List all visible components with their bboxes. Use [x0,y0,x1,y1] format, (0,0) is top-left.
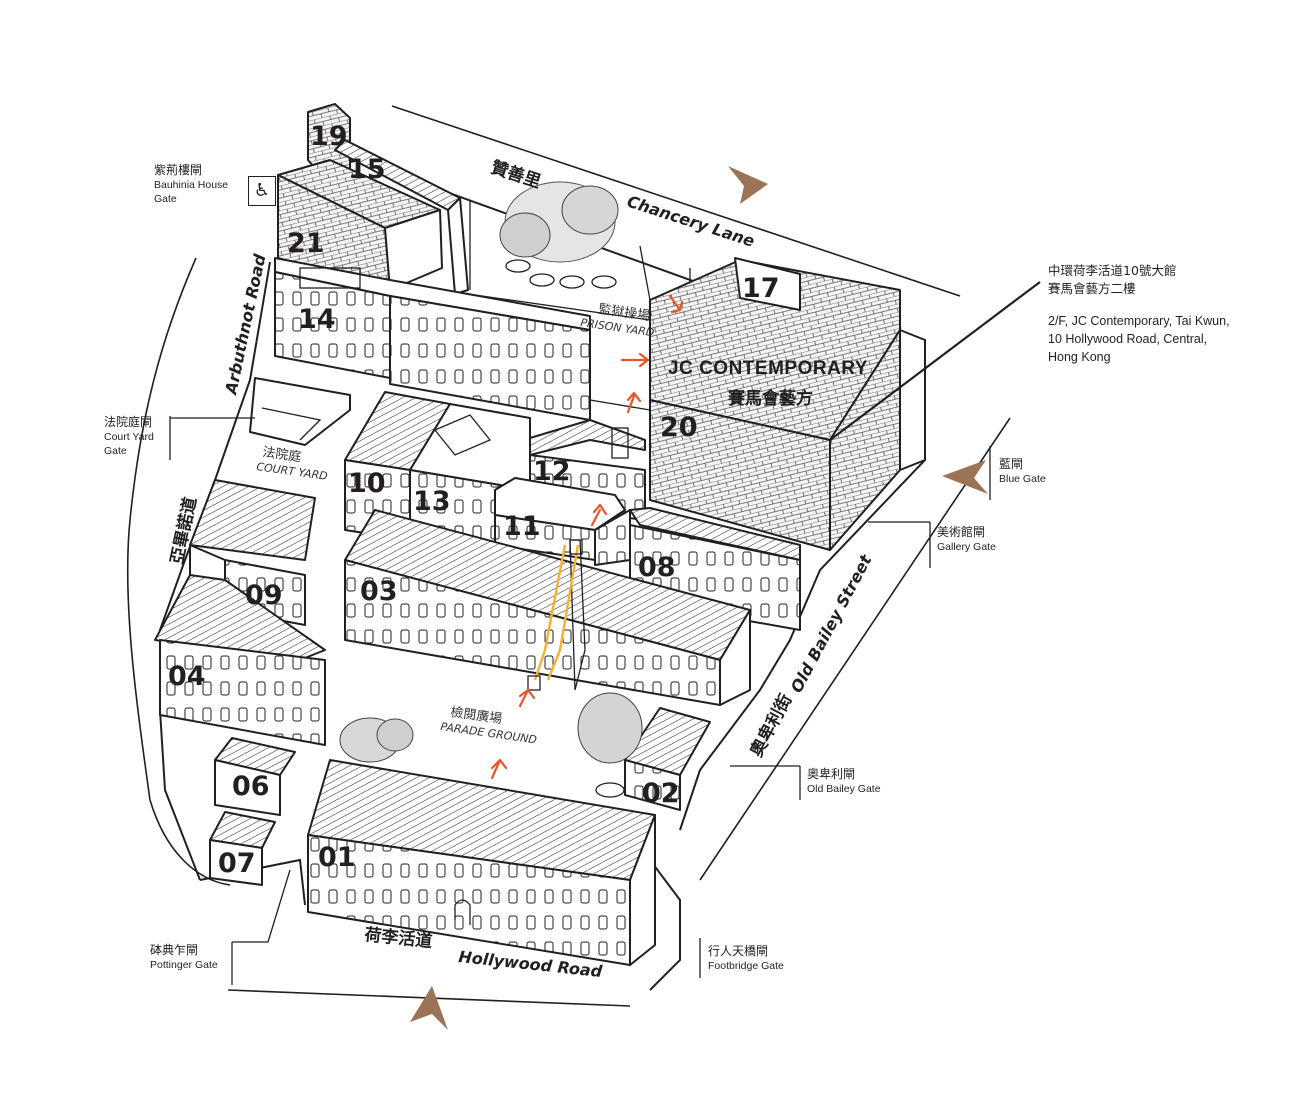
building-20-jc-contemporary[interactable] [649,259,926,551]
building-number-04: 04 [168,661,206,692]
address-zh-line-1: 中環荷李活道10號大館 [1048,263,1177,278]
address-zh-line-2: 賽馬會藝方二樓 [1048,281,1136,296]
building-number-13: 13 [413,486,451,517]
area-court-zh: 法院庭 [261,444,302,465]
gate-leaders [169,281,1041,985]
building-number-01: 01 [318,842,356,873]
building-number-07: 07 [218,848,256,879]
area-parade-zh: 檢閱廣場 [449,704,503,727]
gate-gallery[interactable]: 美術館閘 Gallery Gate [937,525,996,554]
building-number-19: 19 [310,121,348,152]
building-number-09: 09 [245,580,283,611]
building-number-14: 14 [298,304,336,335]
building-number-20: 20 [660,412,698,443]
building-01[interactable] [307,759,656,966]
building-number-03: 03 [360,576,398,607]
address-callout: 中環荷李活道10號大館 賽馬會藝方二樓 2/F, JC Contemporary… [1048,262,1288,366]
gate-bauhinia[interactable]: 紫荊樓閘 Bauhinia House Gate [154,163,229,206]
building-14[interactable] [274,257,591,421]
gate-footbridge[interactable]: 行人天橋閘 Footbridge Gate [708,944,784,973]
building-number-21: 21 [287,228,325,259]
address-en-line-3: Hong Kong [1048,350,1111,364]
jc-contemporary-title[interactable]: JC CONTEMPORARY [668,358,868,379]
building-07[interactable] [209,811,276,886]
building-number-02: 02 [642,778,680,809]
gate-blue[interactable]: 藍閘 Blue Gate [999,457,1046,486]
jc-contemporary-title-zh[interactable]: 賽馬會藝方 [728,389,813,409]
building-06[interactable] [214,737,296,816]
entrance-arrow-icon [728,166,768,204]
building-15[interactable] [334,139,469,295]
street-oldbailey-zh: 奧卑利街 [746,690,796,760]
parade-ground-trees [339,692,643,798]
gate-old-bailey[interactable]: 奧卑利閘 Old Bailey Gate [807,767,881,796]
building-number-17: 17 [742,273,780,304]
building-21[interactable] [277,159,443,291]
address-en-line-2: 10 Hollywood Road, Central, [1048,332,1208,346]
court-yard[interactable] [249,377,351,446]
street-arbuthnot-en: Arbuthnot Road [221,252,270,398]
address-en-line-1: 2/F, JC Contemporary, Tai Kwun, [1048,314,1230,328]
direction-arrows [490,294,684,780]
gate-pottinger[interactable]: 砵典乍閘 Pottinger Gate [150,943,218,972]
building-03[interactable] [344,509,751,706]
route-path [527,427,629,691]
building-02[interactable] [624,707,711,811]
entrance-arrow-icon [410,986,448,1030]
building-number-08: 08 [638,552,676,583]
gate-court-yard[interactable]: 法院庭閘 Court Yard Gate [104,415,154,458]
area-prison-zh: 監獄操場 [597,301,651,324]
building-number-15: 15 [348,154,386,185]
building-04[interactable] [154,574,326,746]
street-chancery-zh: 贊善里 [488,157,543,193]
building-number-12: 12 [533,456,571,487]
building-number-11: 11 [503,511,541,542]
building-numbers: 19 15 21 14 17 20 10 13 12 11 08 03 09 0… [168,121,780,879]
building-17[interactable] [734,257,801,311]
wheelchair-icon: ♿ [248,176,276,206]
building-number-10: 10 [348,468,386,499]
prison-yard-trees [439,181,691,411]
entrance-arrow-icon [942,460,988,494]
building-number-06: 06 [232,771,270,802]
entrance-markers [410,166,988,1030]
